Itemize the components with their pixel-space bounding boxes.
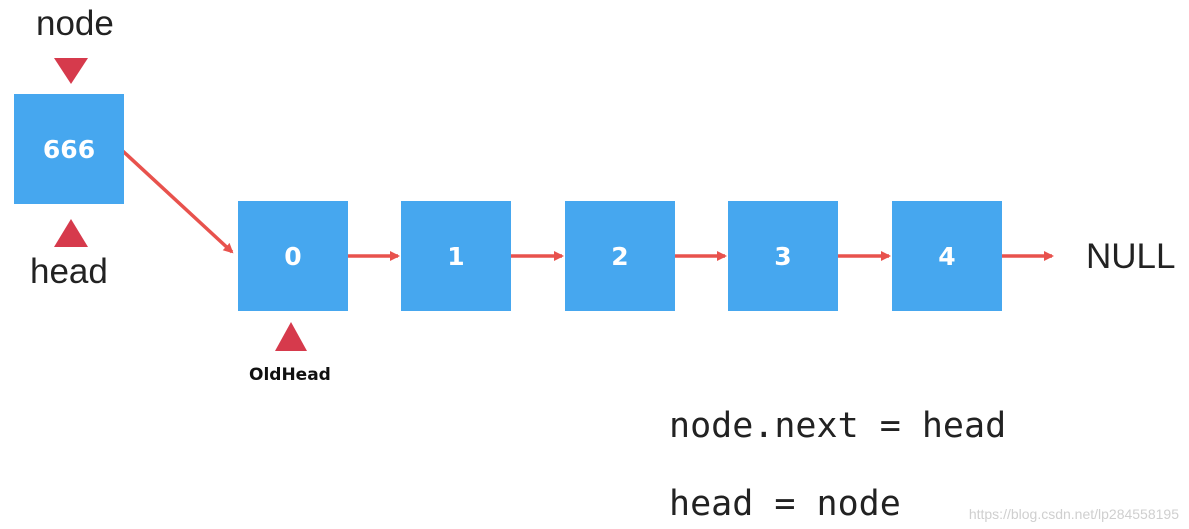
oldhead-pointer-icon — [275, 322, 307, 351]
node-pointer-icon — [54, 58, 88, 84]
node-box-666: 666 — [14, 94, 124, 204]
null-label: NULL — [1086, 237, 1176, 276]
node-label: node — [36, 4, 114, 43]
node-box-3: 3 — [728, 201, 838, 311]
head-label: head — [30, 252, 108, 291]
watermark: https://blog.csdn.net/lp284558195 — [968, 506, 1179, 522]
node-box-4: 4 — [892, 201, 1002, 311]
code-line-1: node.next = head — [669, 406, 1007, 446]
node-box-2: 2 — [565, 201, 675, 311]
oldhead-label: OldHead — [249, 365, 331, 385]
arrow-666-to-0 — [111, 140, 234, 254]
code-line-2: head = node — [669, 484, 901, 524]
node-box-0: 0 — [238, 201, 348, 311]
head-pointer-icon — [54, 219, 88, 247]
node-box-1: 1 — [401, 201, 511, 311]
